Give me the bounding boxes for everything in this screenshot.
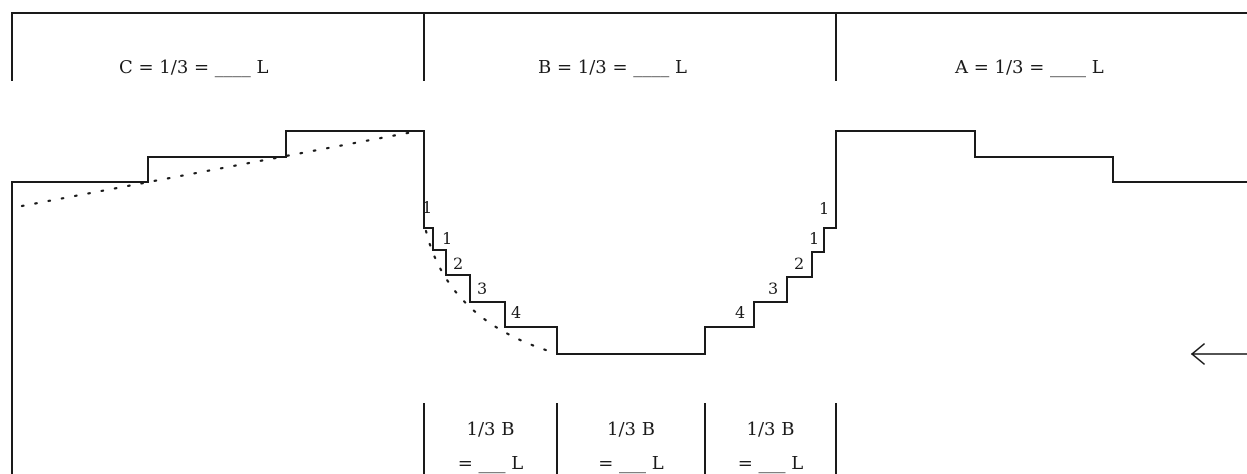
left-step-label-1: 1 [442,229,453,248]
left-step-label-3: 3 [477,279,488,298]
section-b-label: B = 1/3 = ____ L [538,57,687,78]
bottom-box-label-0-line1: 1/3 B [466,419,515,440]
bottom-box-label-1-line2: = ___ L [598,453,664,474]
left-bank-profile [11,130,425,474]
right-bank-profile [835,130,1247,229]
left-slope-steps [423,227,706,355]
right-step-label-0: 1 [819,199,830,218]
right-step-label-3: 3 [768,279,779,298]
section-c-label: C = 1/3 = ____ L [119,57,269,78]
section-a-label: A = 1/3 = ____ L [955,57,1104,78]
bottom-box-label-1-line1: 1/3 B [607,419,655,440]
left-step-label-4: 4 [511,303,522,322]
right-step-label-2: 2 [794,254,805,273]
bottom-box-label-2-line2: = ___ L [737,453,804,474]
right-slope-steps [704,227,837,355]
right-step-label-4: 4 [735,303,746,322]
bottom-box-label-2-line1: 1/3 B [746,419,795,440]
left-step-label-0: 1 [422,198,433,217]
bottom-box-label-0-line2: = ___ L [457,453,524,474]
left-step-label-2: 2 [453,254,464,273]
flow-arrow-icon [1190,342,1247,366]
right-step-label-1: 1 [809,229,820,248]
left-bank-dotted-line [20,129,420,208]
